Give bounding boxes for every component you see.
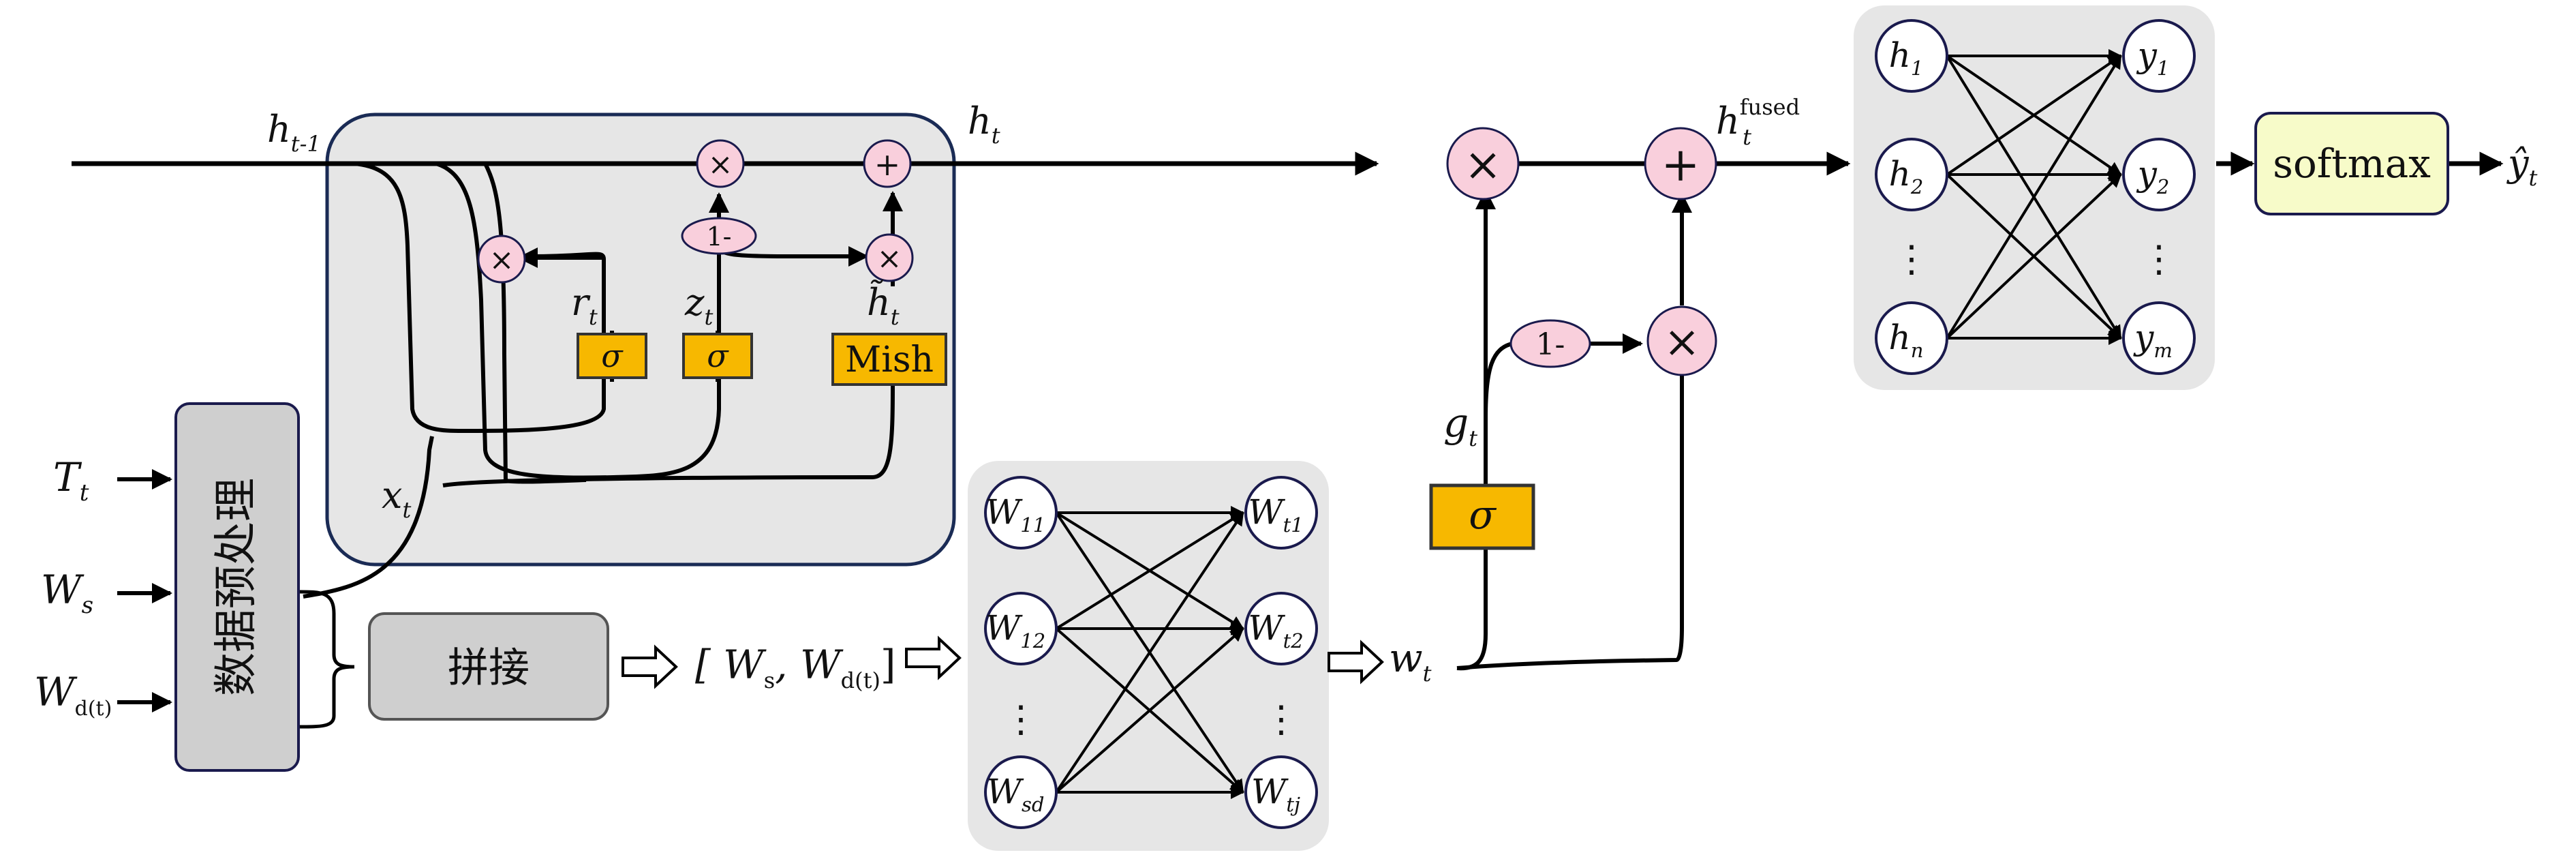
label-reset-gate: rt: [571, 281, 598, 330]
h-network-left-node-label: h1: [1889, 35, 1924, 80]
candidate-multiply-symbol: ×: [877, 241, 902, 276]
update-multiply-symbol: ×: [708, 147, 733, 182]
fusion-multiply-h-symbol: ×: [1464, 138, 1501, 191]
w-network-left-node-label: Wsd: [987, 772, 1045, 816]
softmax-box: [2254, 112, 2449, 215]
h-network-left-node: [1875, 301, 1948, 375]
fusion-multiply-w-node: [1646, 305, 1717, 376]
label-x-input: xt: [382, 474, 411, 523]
label-w-t: wt: [1389, 635, 1432, 687]
w-network-left-node-label: W11: [985, 492, 1045, 537]
gru-arrows: [517, 191, 903, 268]
w-network-right-node: [1244, 755, 1318, 829]
w-network-right-node-label: Wtj: [1251, 772, 1300, 816]
h-network-edge: [1946, 173, 2122, 340]
brace-connector: [299, 590, 355, 729]
w-network-right-node: [1244, 592, 1318, 665]
label-candidate: h̃t: [867, 279, 900, 330]
w-network-edge: [1055, 627, 1244, 794]
input-wd: Wd(t): [34, 669, 112, 721]
w-network-right-node-label: Wt2: [1248, 608, 1304, 652]
fusion-multiply-h-node: [1446, 127, 1520, 200]
h-network-edge: [1946, 55, 2122, 340]
fusion-multiply-w-symbol: ×: [1663, 317, 1700, 367]
h-network-right-node: [2122, 301, 2196, 375]
h-network-left-node-label: hn: [1889, 318, 1924, 362]
update-gate-sigma-label: σ: [707, 337, 729, 374]
fusion-add-node: [1644, 127, 1717, 200]
reset-gate-sigma: [577, 333, 647, 379]
concat-box: [368, 612, 609, 721]
update-add-symbol: +: [874, 146, 901, 183]
h-network-right-node: [2122, 19, 2196, 93]
hollow-arrow-3: [1328, 640, 1384, 685]
mish-activation-label: Mish: [845, 340, 934, 380]
w-network-right-ellipsis: ⋮: [1263, 697, 1300, 740]
fusion-gate-sigma: [1429, 483, 1535, 550]
label-update-gate: zt: [684, 281, 713, 330]
w-network-left-ellipsis: ⋮: [1002, 697, 1039, 740]
w-network-edge: [1055, 511, 1244, 794]
update-gate-sigma: [682, 333, 753, 379]
hollow-arrow-2: [905, 635, 962, 680]
label-h-prev: ht-1: [267, 108, 321, 157]
output-y-hat: ŷt: [2506, 142, 2538, 191]
input-ws: Ws: [41, 567, 93, 619]
h-network-edges: [1946, 49, 2122, 345]
fusion-add-symbol: +: [1661, 138, 1700, 192]
w-network-left-node: [984, 755, 1058, 829]
reset-multiply-symbol: ×: [489, 243, 515, 277]
w-network-left-node: [984, 476, 1058, 550]
h-network-nodes: h1 h2 ⋮ hn y1 y2 ⋮ ym: [1875, 19, 2196, 375]
h-network-left-ellipsis: ⋮: [1893, 237, 1930, 280]
gru-one-minus-node: [681, 217, 757, 255]
h-network-right-node: [2122, 138, 2196, 211]
h-network-left-node: [1875, 138, 1948, 211]
h-network-right-ellipsis: ⋮: [2141, 237, 2177, 280]
update-add-node: [863, 139, 912, 188]
concat-label: 拼接: [448, 644, 530, 692]
w-network-left-node-label: W12: [985, 608, 1045, 652]
fusion-gate-sigma-label: σ: [1469, 492, 1497, 538]
label-h-out: ht: [968, 100, 1000, 149]
fusion-one-minus-label: 1-: [1536, 327, 1565, 362]
mish-activation-box: [831, 333, 947, 386]
preprocess-label: 数据预处理: [211, 478, 262, 696]
update-multiply-node: [696, 139, 745, 188]
input-arrows: [117, 469, 172, 712]
input-time: Tt: [53, 454, 89, 507]
h-network-right-node-label: ym: [2133, 318, 2173, 362]
concat-vector: [ Ws, Wd(t)]: [695, 642, 896, 693]
h-network-right-node-label: y2: [2136, 154, 2170, 198]
reset-multiply-node: [477, 235, 526, 284]
softmax-label: softmax: [2273, 140, 2431, 187]
fusion-arrows: [1475, 189, 1692, 417]
reset-gate-sigma-label: σ: [601, 337, 624, 374]
h-network-left-node-label: h2: [1889, 154, 1924, 198]
w-network-right-node-label: Wt1: [1248, 492, 1304, 537]
w-network-left-node: [984, 592, 1058, 665]
w-network-edges: [1055, 506, 1244, 799]
w-network-right-node: [1244, 476, 1318, 550]
candidate-multiply-node: [865, 233, 914, 282]
h-network-right-node-label: y1: [2136, 35, 2170, 80]
preprocess-box: [174, 402, 300, 772]
fusion-one-minus-node: [1509, 319, 1591, 368]
hollow-arrow-1: [622, 644, 678, 689]
h-network-edge: [1946, 55, 2122, 176]
label-g-t: gt: [1443, 400, 1477, 451]
h-network-left-node: [1875, 19, 1948, 93]
gru-one-minus-label: 1-: [706, 222, 731, 252]
w-network-edge: [1055, 511, 1244, 630]
